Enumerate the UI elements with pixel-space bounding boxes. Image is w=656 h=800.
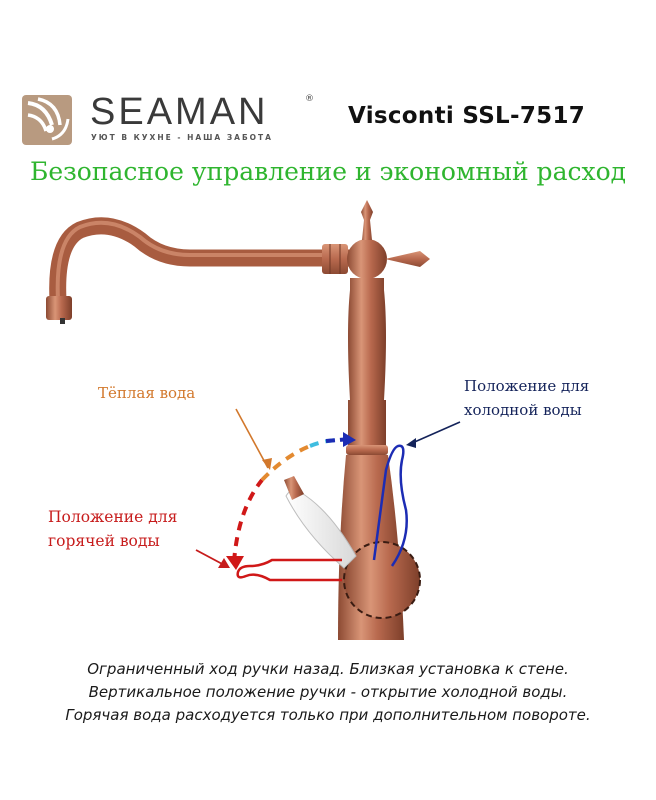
hot-position-label-line2: горячей воды [48, 532, 160, 550]
footer-description: Ограниченный ход ручки назад. Близкая ус… [0, 658, 656, 727]
headline: Безопасное управление и экономный расход [29, 157, 627, 186]
swirl-logo-icon [22, 95, 72, 145]
footer-line: Ограниченный ход ручки назад. Близкая ус… [87, 660, 569, 678]
registered-mark: ® [305, 94, 314, 104]
cold-position-label-line2: холодной воды [464, 401, 582, 419]
warm-water-label: Тёплая вода [98, 384, 196, 402]
copper-kitchen-faucet-icon [46, 200, 461, 640]
brand-tagline: УЮТ В КУХНЕ - НАША ЗАБОТА [91, 133, 273, 142]
footer-line: Вертикальное положение ручки - открытие … [88, 683, 568, 701]
hot-position-label-line1: Положение для [48, 508, 178, 526]
brand-name: SEAMAN [90, 91, 269, 133]
cold-position-label-line1: Положение для [464, 377, 590, 395]
footer-line: Горячая вода расходуется только при допо… [65, 706, 591, 724]
model-title: Visconti SSL-7517 [348, 103, 586, 129]
cold-position-label: Положение для холодной воды [464, 374, 589, 422]
hot-position-label: Положение для горячей воды [48, 505, 177, 553]
